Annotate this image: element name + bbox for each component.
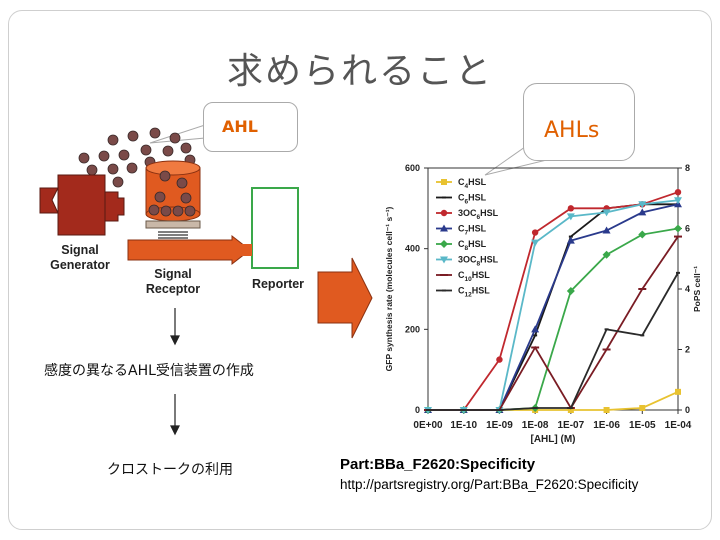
- data-point: [442, 289, 446, 292]
- data-point: [531, 229, 539, 236]
- result-arrow: [317, 257, 373, 339]
- step-arrows: [170, 308, 180, 436]
- x-tick-label: 1E-09: [486, 420, 513, 431]
- data-point: [566, 213, 575, 221]
- specificity-chart: 0E+00 1E-10 1E-09 1E-08 1E-07 1E-06 1E-05 1E-04…: [384, 163, 702, 445]
- step2-text: クロストークの利用: [107, 462, 233, 478]
- data-point: [604, 328, 609, 331]
- data-point: [568, 235, 573, 238]
- data-point: [568, 406, 573, 409]
- reporter-label: Reporter: [251, 277, 305, 291]
- y-tick-label: 400: [405, 244, 420, 254]
- y2-tick-label: 6: [685, 224, 690, 234]
- data-point: [674, 197, 682, 205]
- x-tick-label: 0E+00: [413, 420, 443, 431]
- x-tick-label: 1E-07: [558, 420, 585, 431]
- data-point: [496, 356, 503, 363]
- data-point: [440, 224, 448, 232]
- part-title: Part:BBa_F2620:Specificity: [340, 456, 536, 473]
- data-point: [426, 409, 430, 411]
- legend-label: 3OC6HSL: [458, 208, 499, 221]
- y2-tick-label: 0: [685, 405, 690, 415]
- ahl-molecules: [78, 127, 196, 188]
- data-point: [674, 235, 682, 238]
- data-point: [603, 407, 610, 413]
- legend-label: C4HSL: [458, 177, 487, 190]
- data-point: [567, 205, 575, 212]
- data-point: [461, 409, 466, 411]
- data-point: [497, 409, 502, 411]
- data-point: [638, 288, 647, 290]
- y-tick-label: 200: [405, 324, 420, 334]
- slide-frame: [8, 10, 712, 530]
- data-point: [638, 208, 647, 216]
- data-point: [531, 346, 540, 349]
- data-point: [533, 406, 538, 409]
- data-point: [602, 226, 611, 234]
- legend-label: 3OC8HSL: [458, 255, 499, 268]
- y2-tick-label: 8: [685, 163, 690, 173]
- legend-label: C8HSL: [458, 239, 487, 252]
- data-point: [533, 334, 538, 337]
- ahl-callout: AHL: [203, 102, 298, 152]
- data-point: [531, 239, 540, 247]
- y2-tick-label: 2: [685, 345, 690, 355]
- data-point: [638, 230, 647, 239]
- x-tick-label: 1E-08: [522, 420, 549, 431]
- data-point: [442, 196, 446, 199]
- data-point: [639, 404, 646, 411]
- slide-title: 求められること: [226, 51, 493, 92]
- data-point: [602, 348, 611, 351]
- data-point: [638, 201, 647, 209]
- legend-label: C12HSL: [458, 286, 490, 299]
- x-axis-label: [AHL] (M): [531, 434, 576, 445]
- data-point: [640, 334, 645, 337]
- data-point: [567, 407, 574, 413]
- data-point: [440, 256, 448, 264]
- ahls-callout-text: AHLs: [544, 118, 600, 143]
- data-point: [566, 236, 575, 244]
- data-point: [440, 240, 448, 248]
- x-tick-label: 1E-10: [450, 420, 477, 431]
- data-point: [602, 209, 611, 217]
- ahls-callout: AHLs: [523, 83, 635, 161]
- signal-receptor-cylinder: [145, 160, 201, 239]
- data-point: [674, 224, 682, 233]
- data-point: [531, 325, 540, 333]
- reporter-box: [238, 187, 299, 269]
- series-line-C12HSL: [428, 272, 679, 411]
- x-tick-label: 1E-06: [593, 420, 620, 431]
- data-point: [674, 189, 682, 196]
- y2-tick-label: 4: [685, 284, 690, 294]
- data-point: [675, 388, 681, 395]
- data-point: [441, 179, 447, 185]
- legend-label: C6HSL: [458, 193, 487, 206]
- y-axis-label: GFP synthesis rate (molecules cell⁻¹ s⁻¹…: [384, 206, 394, 371]
- data-point: [440, 209, 448, 217]
- legend-label: C10HSL: [458, 270, 490, 283]
- x-tick-label: 1E-04: [665, 420, 692, 431]
- step1-text: 感度の異なるAHL受信装置の作成: [44, 363, 254, 379]
- part-url[interactable]: http://partsregistry.org/Part:BBa_F2620:…: [340, 477, 639, 492]
- data-point: [440, 274, 448, 276]
- legend-label: C7HSL: [458, 224, 487, 237]
- signal-generator: [39, 174, 125, 236]
- y-tick-label: 600: [405, 163, 420, 173]
- y2-axis-label: PoPS cell⁻¹: [692, 266, 702, 312]
- y-tick-label: 0: [415, 405, 420, 415]
- data-point: [676, 271, 680, 274]
- x-tick-label: 1E-05: [629, 420, 656, 431]
- data-point: [566, 287, 575, 296]
- ahl-callout-text: AHL: [222, 117, 258, 136]
- data-point: [602, 250, 611, 259]
